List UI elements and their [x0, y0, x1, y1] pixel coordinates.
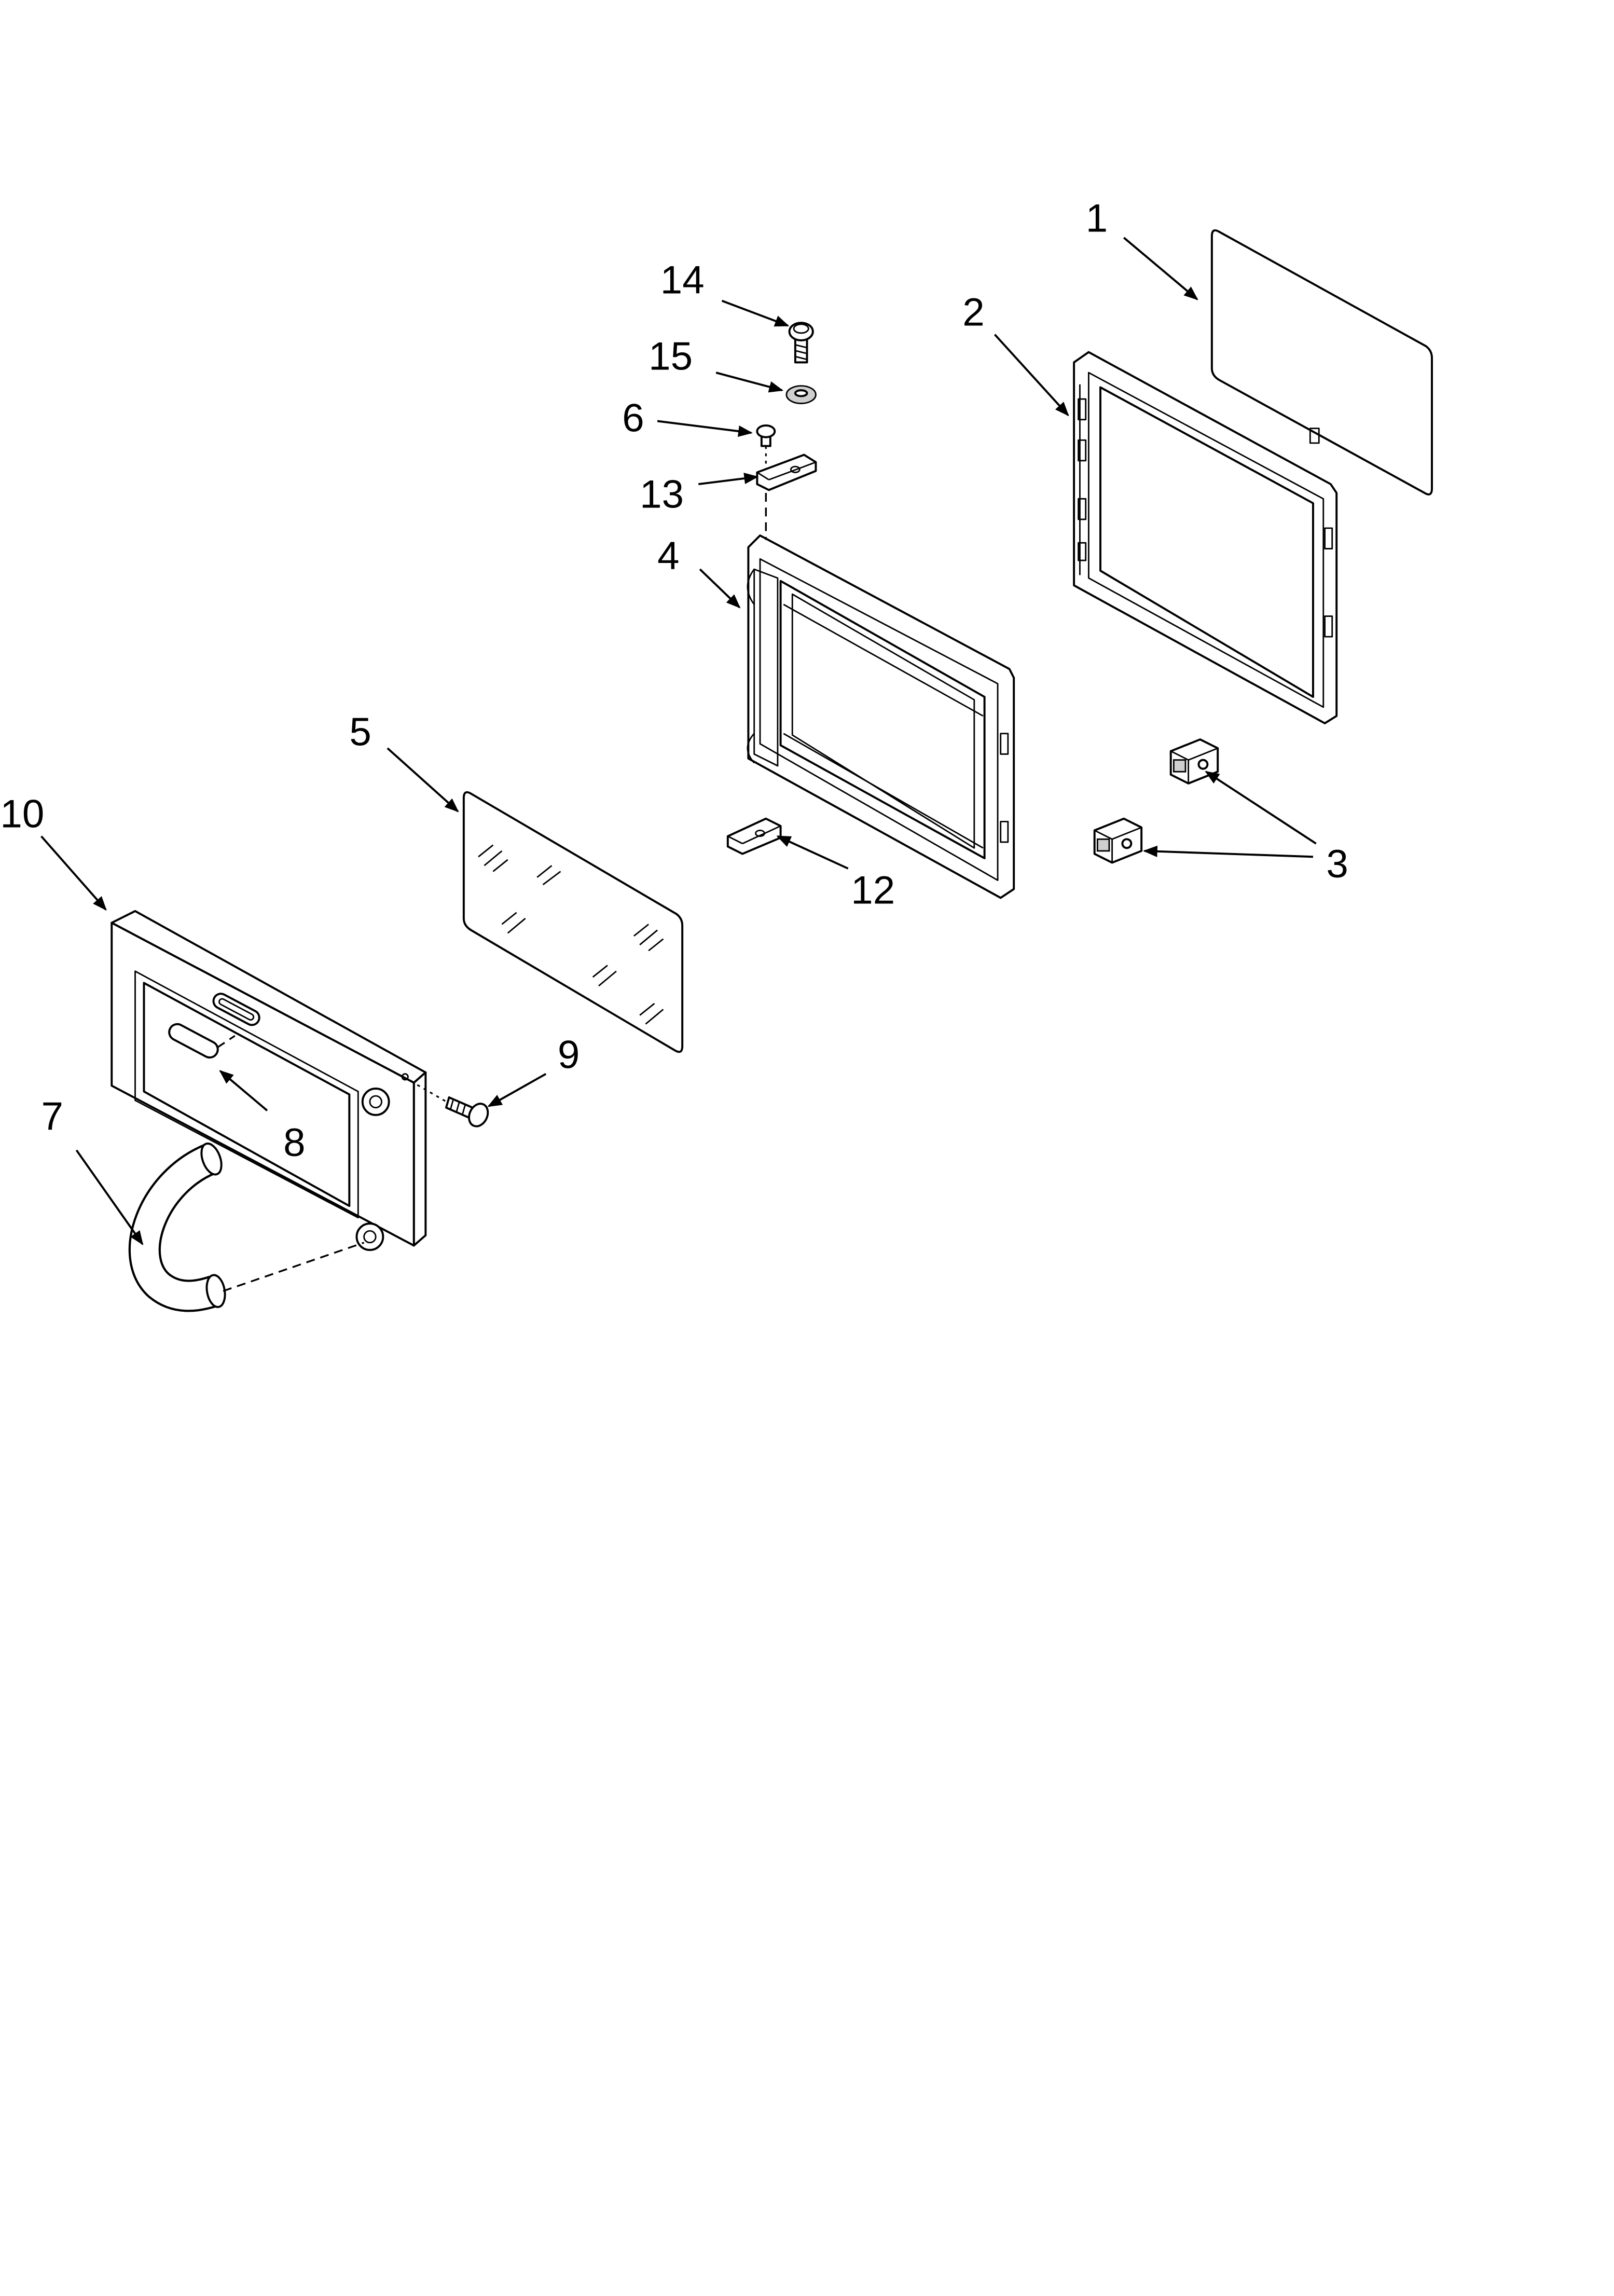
callout-8: 8 — [283, 1121, 305, 1165]
part-13-bracket — [756, 453, 817, 491]
part-1-panel — [1210, 229, 1433, 496]
leader-3-lower — [1143, 845, 1314, 858]
callout-4: 4 — [657, 534, 679, 578]
callout-9: 9 — [558, 1033, 580, 1077]
leader-10 — [40, 835, 107, 911]
callout-14: 14 — [660, 258, 705, 302]
leader-8 — [219, 1070, 268, 1111]
callout-10: 10 — [0, 792, 44, 836]
leader-12 — [776, 835, 849, 870]
part-6-pin — [756, 424, 776, 447]
callout-1: 1 — [1086, 197, 1108, 241]
part-9-screw — [445, 1096, 489, 1128]
leader-arrows — [40, 237, 1317, 1245]
part-15-washer — [785, 385, 817, 404]
callout-13: 13 — [640, 472, 684, 516]
leader-15 — [715, 372, 784, 393]
callout-7: 7 — [42, 1094, 63, 1138]
leader-3-upper — [1205, 771, 1317, 845]
part-14-screw — [788, 322, 814, 364]
part-8-slot — [168, 993, 260, 1059]
part-3-clip-lower — [1093, 817, 1143, 864]
callout-5: 5 — [349, 710, 371, 754]
leader-14 — [721, 299, 790, 327]
part-3-clip-upper — [1169, 738, 1219, 785]
part-2-frame — [1073, 351, 1338, 724]
callout-12: 12 — [851, 869, 895, 913]
leader-5 — [387, 747, 459, 813]
leader-9 — [487, 1073, 547, 1107]
part-5-glass — [462, 791, 684, 1053]
callout-labels: 1 2 14 15 6 13 4 5 10 12 3 9 7 8 — [0, 197, 1348, 1165]
callout-2: 2 — [962, 291, 984, 335]
part-7-handle — [128, 1142, 226, 1312]
leader-4 — [699, 568, 741, 609]
leader-1 — [1123, 237, 1198, 300]
leader-6 — [657, 420, 753, 437]
callout-15: 15 — [649, 335, 693, 379]
part-12-bracket — [726, 817, 782, 855]
leader-7 — [75, 1149, 144, 1245]
leader-13 — [698, 473, 759, 486]
callout-3: 3 — [1326, 842, 1348, 886]
callout-6: 6 — [622, 396, 644, 440]
assembly-lines — [216, 446, 767, 1292]
part-4-inner-frame — [747, 534, 1015, 899]
leader-2 — [994, 334, 1069, 417]
